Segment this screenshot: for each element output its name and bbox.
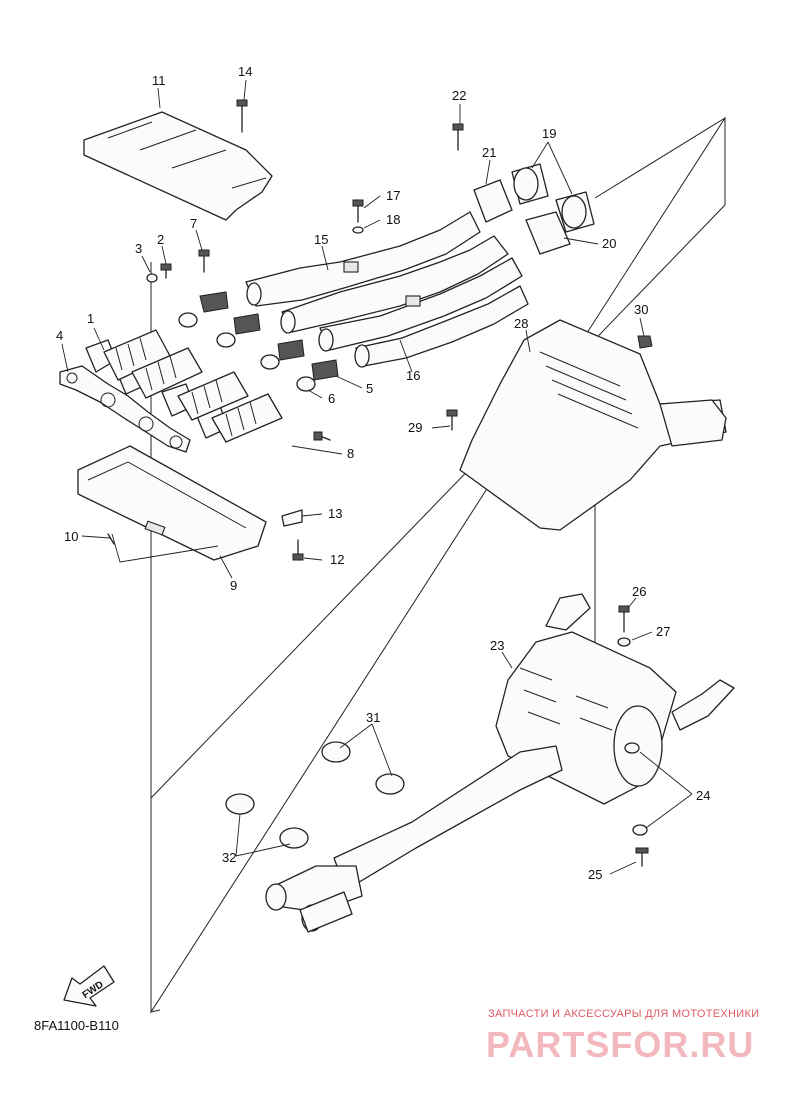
part-label-31: 31 [366, 710, 380, 725]
heat-shield-lower [77, 445, 267, 561]
part-label-27: 27 [656, 624, 670, 639]
part-label-30: 30 [634, 302, 648, 317]
joint-clamps [473, 163, 595, 255]
part-label-9: 9 [230, 578, 237, 593]
part-label-12: 12 [330, 552, 344, 567]
fwd-arrow: FWD [63, 965, 115, 1007]
part-label-3: 3 [135, 241, 142, 256]
part-label-11: 11 [152, 73, 166, 88]
part-label-32: 32 [222, 850, 236, 865]
part-label-22: 22 [452, 88, 466, 103]
frame-lines [150, 116, 726, 1014]
diagram-code: 8FA1100-B110 [34, 1018, 119, 1033]
part-label-17: 17 [386, 188, 400, 203]
part-label-2: 2 [157, 232, 164, 247]
exhaust-headers [59, 291, 339, 453]
part-label-21: 21 [482, 145, 496, 160]
part-label-18: 18 [386, 212, 400, 227]
watermark-brand: PARTSFOR.RU [486, 1024, 755, 1065]
part-label-15: 15 [314, 232, 328, 247]
part-label-13: 13 [328, 506, 342, 521]
part-label-20: 20 [602, 236, 616, 251]
end-caps [225, 741, 405, 849]
part-label-10: 10 [64, 529, 78, 544]
part-label-25: 25 [588, 867, 602, 882]
part-label-26: 26 [632, 584, 646, 599]
muffler-heat-shield [459, 319, 727, 531]
watermark-subtitle: ЗАПЧАСТИ И АКСЕССУАРЫ ДЛЯ МОТОТЕХНИКИ [488, 1008, 760, 1020]
part-label-1: 1 [87, 311, 94, 326]
middle-pipes [245, 211, 529, 368]
part-label-28: 28 [514, 316, 528, 331]
part-label-14: 14 [238, 64, 252, 79]
heat-shield-upper [83, 111, 273, 221]
part-label-8: 8 [347, 446, 354, 461]
part-label-4: 4 [56, 328, 63, 343]
part-label-16: 16 [406, 368, 420, 383]
muffler [265, 593, 735, 933]
part-label-23: 23 [490, 638, 504, 653]
part-label-5: 5 [366, 381, 373, 396]
part-label-7: 7 [190, 216, 197, 231]
fasteners [107, 99, 653, 867]
part-labels: 1 2 3 4 5 6 7 8 9 10 11 12 13 14 15 16 1… [56, 64, 710, 882]
part-label-29: 29 [408, 420, 422, 435]
part-label-19: 19 [542, 126, 556, 141]
leader-lines [61, 79, 693, 875]
part-label-6: 6 [328, 391, 335, 406]
part-label-24: 24 [696, 788, 710, 803]
